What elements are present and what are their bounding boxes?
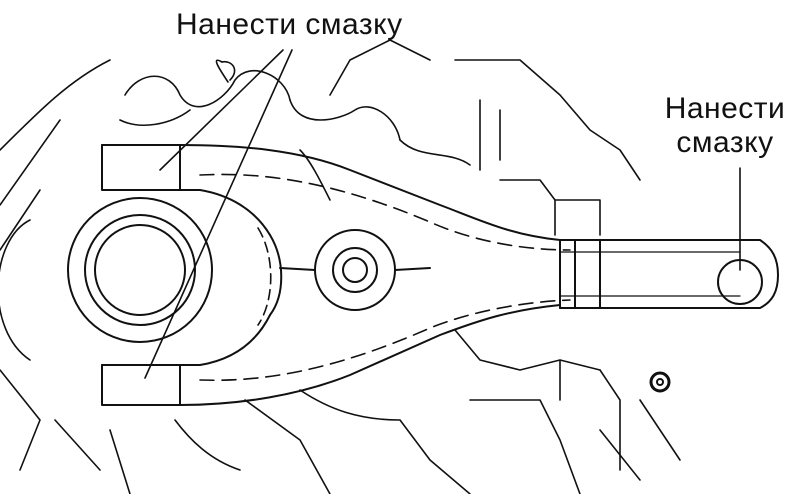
- leader-lines: [144, 49, 741, 379]
- lubricate-label-right-line1: Нанести: [664, 92, 786, 125]
- lubricate-label-right-line2: смазку: [676, 126, 774, 159]
- lubricate-label-right: Нанести смазку: [655, 92, 795, 160]
- release-bearing: [67, 197, 213, 343]
- small-bolt: [649, 371, 671, 393]
- lubricate-label-top: Нанести смазку: [176, 8, 403, 41]
- fork-body: [101, 144, 779, 406]
- pivot-stud: [279, 229, 431, 311]
- background-housing: [0, 39, 681, 494]
